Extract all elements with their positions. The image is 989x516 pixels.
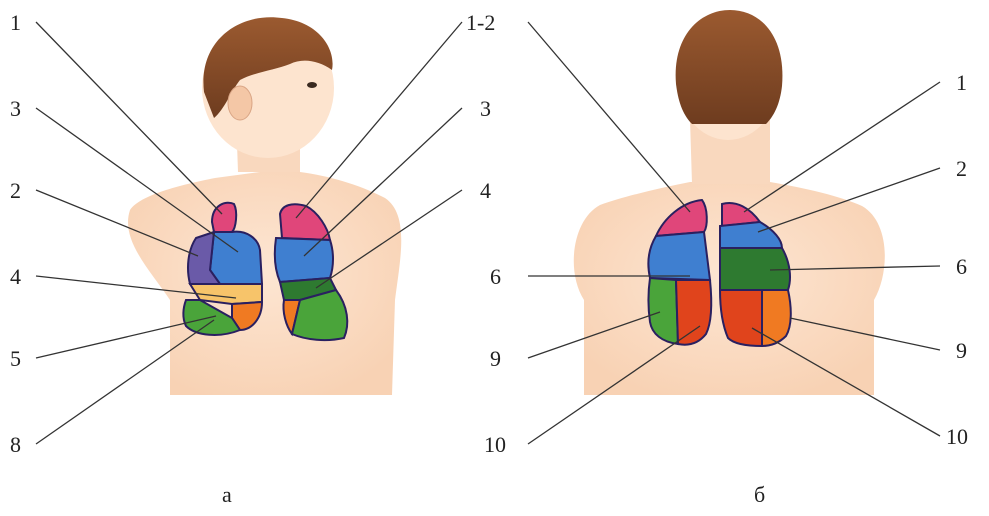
- label-a-left-3: 3: [10, 98, 21, 120]
- figure-b-back-view: [528, 10, 940, 444]
- label-b-right-10: 10: [946, 426, 968, 448]
- label-a-right-4: 4: [480, 180, 491, 202]
- figure-a-eye: [307, 82, 317, 88]
- label-a-right-3: 3: [480, 98, 491, 120]
- leader-b-1-2: [528, 22, 690, 212]
- label-b-left-10: 10: [484, 434, 506, 456]
- figure-a-torso: [128, 172, 401, 395]
- caption-b: б: [754, 484, 765, 506]
- caption-a: а: [222, 484, 232, 506]
- label-b-right-9: 9: [956, 340, 967, 362]
- label-a-left-2: 2: [10, 180, 21, 202]
- label-b-right-1: 1: [956, 72, 967, 94]
- label-a-left-8: 8: [10, 434, 21, 456]
- segment-6-right-back: [720, 248, 790, 290]
- segment-3-left: [275, 238, 333, 282]
- figure-b-hair: [676, 10, 783, 124]
- label-b-left-9: 9: [490, 348, 501, 370]
- leader-a-1: [36, 22, 222, 214]
- label-b-left-6: 6: [490, 266, 501, 288]
- segment-10-left-back: [676, 280, 711, 345]
- label-a-left-5: 5: [10, 348, 21, 370]
- label-a-left-4: 4: [10, 266, 21, 288]
- label-a-right-1-2: 1-2: [466, 12, 495, 34]
- label-b-right-6: 6: [956, 256, 967, 278]
- figure-a-ear: [228, 86, 252, 120]
- segment-3: [210, 232, 262, 284]
- segment-6-left-back: [648, 232, 710, 280]
- label-b-right-2: 2: [956, 158, 967, 180]
- figure-a-front-view: [36, 17, 462, 444]
- label-a-left-1: 1: [10, 12, 21, 34]
